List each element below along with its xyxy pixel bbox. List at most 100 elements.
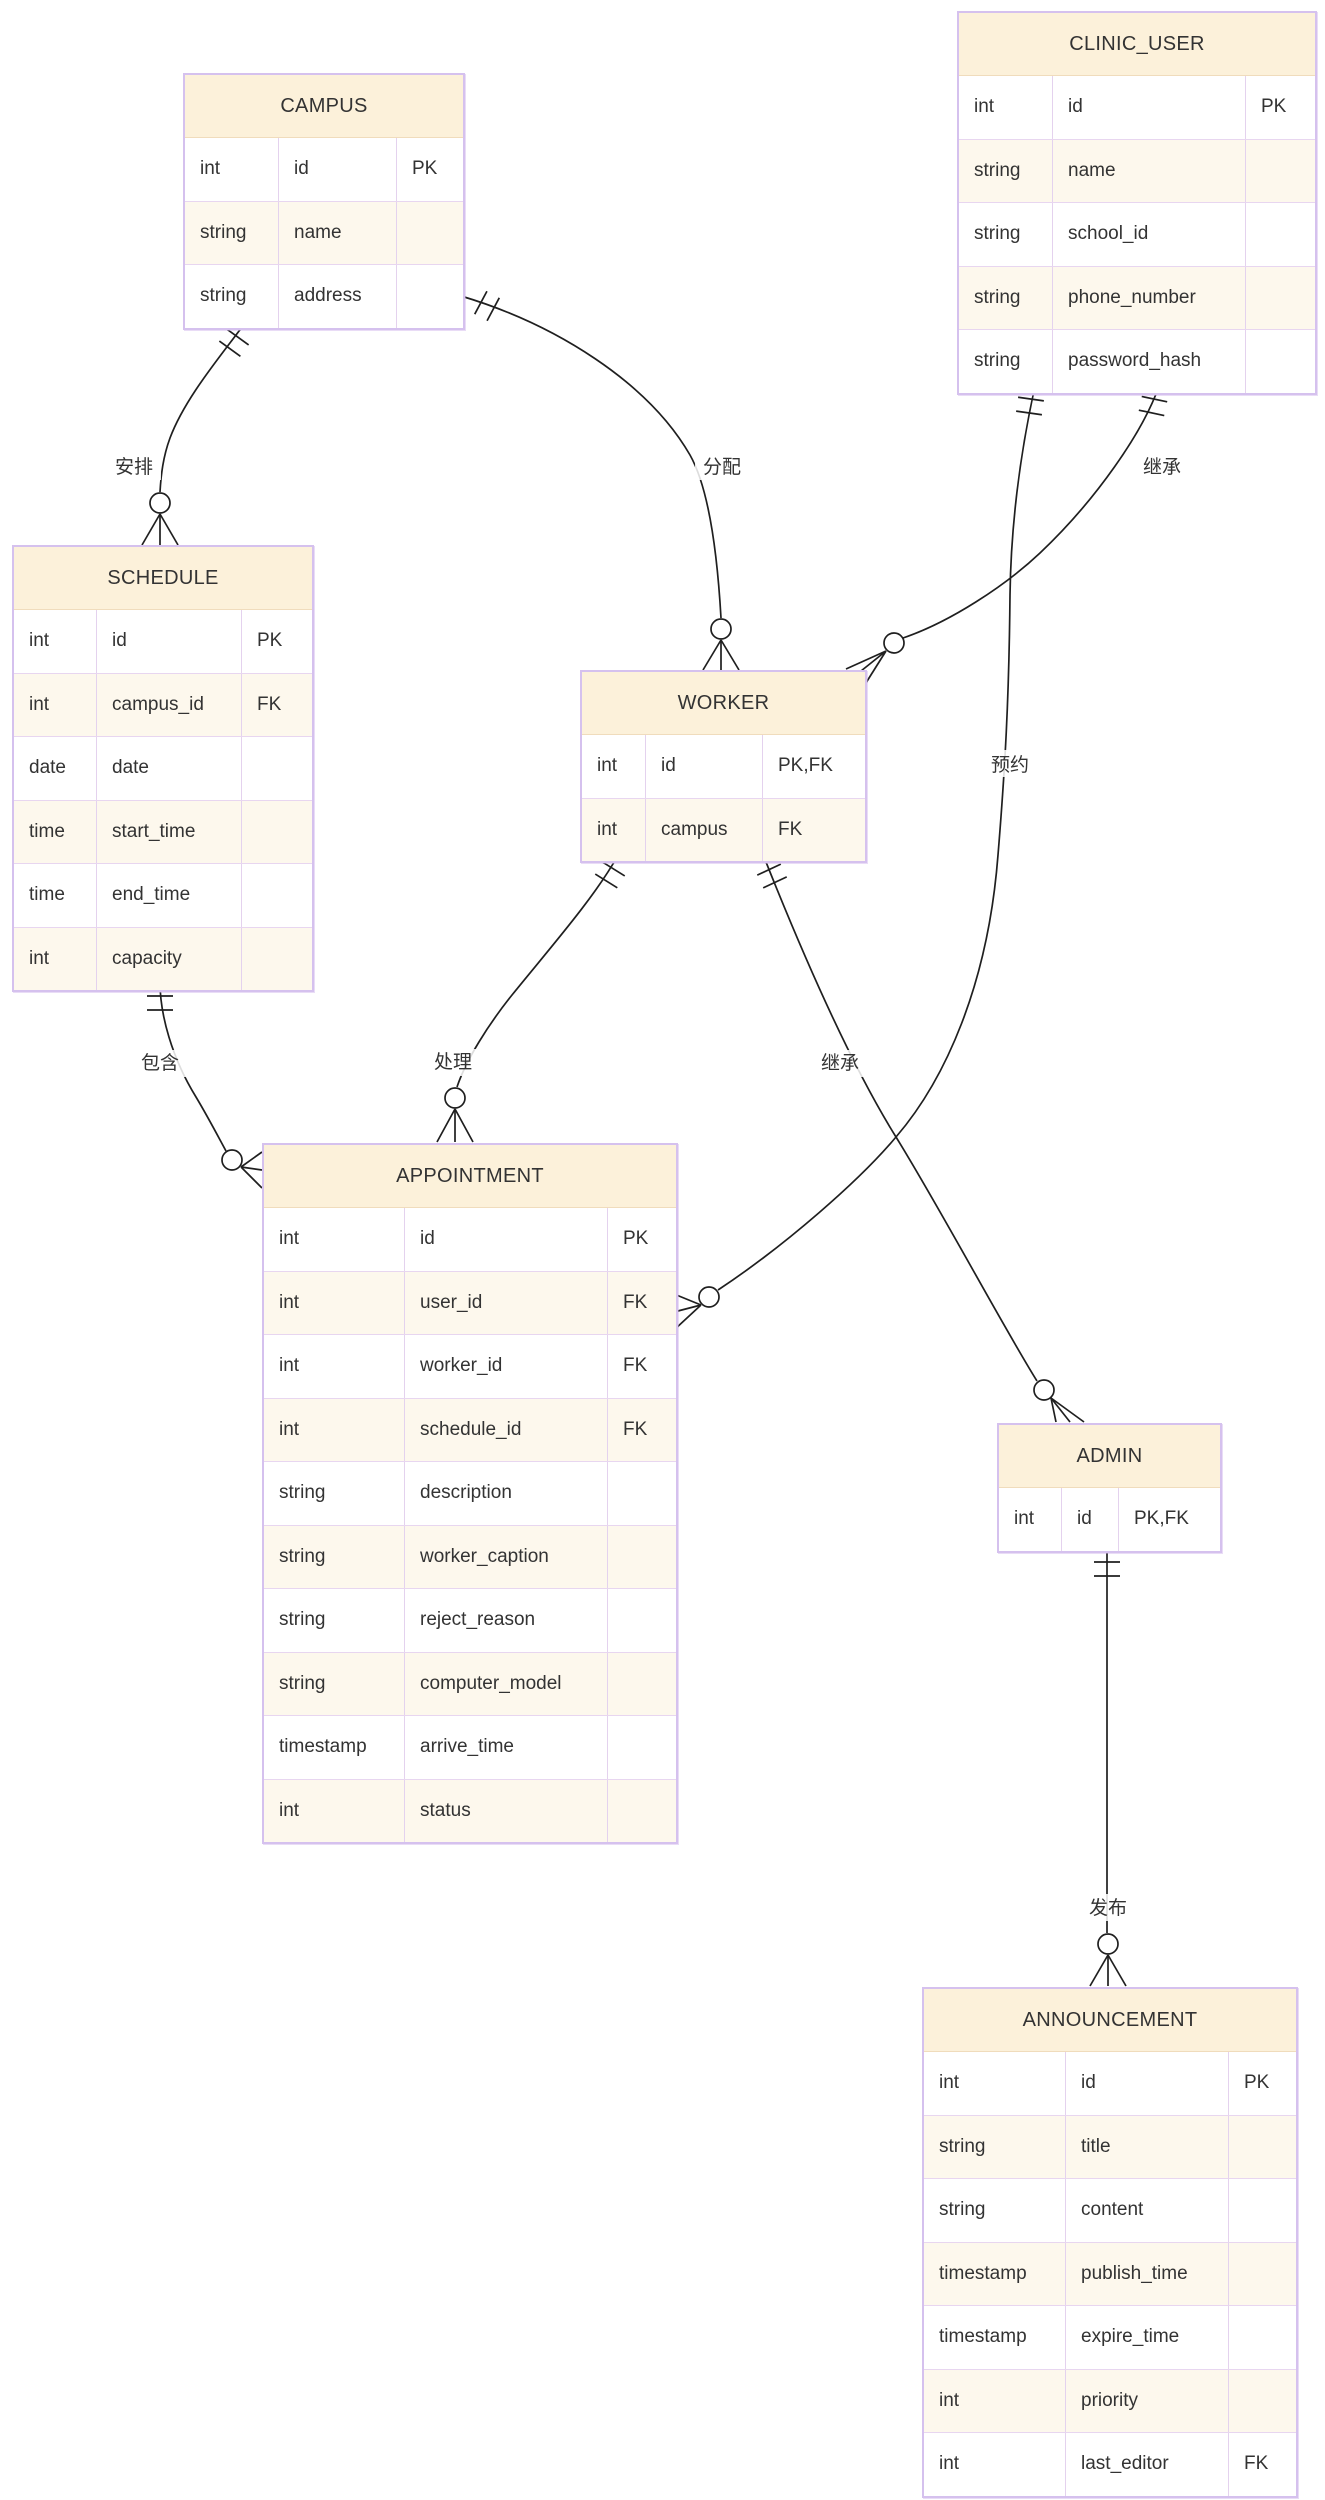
attribute-name: id — [1052, 76, 1245, 139]
cardinality-zero-or-many-marker — [221, 1149, 263, 1189]
attribute-key: PK — [1245, 76, 1315, 139]
relationship-label: 处理 — [434, 1051, 472, 1073]
entity-title: WORKER — [582, 672, 865, 735]
entity-title: CLINIC_USER — [959, 13, 1315, 76]
attribute-key — [1228, 2369, 1296, 2432]
attribute-type: date — [14, 737, 96, 800]
cardinality-one-marker — [1138, 395, 1168, 417]
attribute-type: string — [959, 266, 1052, 329]
cardinality-one-marker — [594, 861, 626, 889]
attribute-key — [396, 201, 463, 264]
attribute-type: int — [264, 1271, 404, 1334]
entity-title: CAMPUS — [185, 75, 463, 138]
attribute-type: string — [264, 1652, 404, 1715]
attribute-key: FK — [607, 1335, 676, 1398]
attribute-type: timestamp — [924, 2306, 1065, 2369]
relationship-label: 发布 — [1089, 1897, 1127, 1919]
edge-clinicuser-appointment-line — [717, 385, 1036, 1291]
edge-worker-admin: 继承 — [756, 856, 1085, 1423]
attribute-type: int — [14, 610, 96, 673]
attribute-key — [607, 1525, 676, 1588]
attribute-key: PK — [396, 138, 463, 201]
attribute-name: content — [1065, 2179, 1228, 2242]
attribute-name: publish_time — [1065, 2242, 1228, 2305]
relationship-label: 安排 — [115, 456, 153, 478]
edge-campus-worker: 分配 — [460, 290, 749, 671]
attribute-key — [607, 1779, 676, 1842]
attribute-type: int — [264, 1208, 404, 1271]
attribute-type: string — [924, 2179, 1065, 2242]
attribute-key — [241, 927, 312, 990]
attribute-key: FK — [762, 798, 865, 861]
cardinality-zero-or-many-marker — [1033, 1379, 1085, 1423]
attribute-type: int — [924, 2433, 1065, 2496]
attribute-key: FK — [607, 1271, 676, 1334]
entity-title: ADMIN — [999, 1425, 1220, 1488]
attribute-key: PK,FK — [1118, 1488, 1220, 1551]
attribute-name: worker_caption — [404, 1525, 607, 1588]
attribute-name: school_id — [1052, 203, 1245, 266]
attribute-name: id — [404, 1208, 607, 1271]
attribute-key — [607, 1716, 676, 1779]
attribute-type: timestamp — [264, 1716, 404, 1779]
edge-admin-announcement: 发布 — [1081, 1547, 1135, 1987]
attribute-name: campus — [645, 798, 762, 861]
attribute-key: FK — [1228, 2433, 1296, 2496]
attribute-name: reject_reason — [404, 1589, 607, 1652]
attribute-key: FK — [607, 1398, 676, 1461]
attribute-name: last_editor — [1065, 2433, 1228, 2496]
attribute-type: int — [264, 1779, 404, 1842]
attribute-key: PK,FK — [762, 735, 865, 798]
attribute-key — [1228, 2242, 1296, 2305]
attribute-name: phone_number — [1052, 266, 1245, 329]
attribute-key: FK — [241, 673, 312, 736]
attribute-key — [396, 265, 463, 328]
attribute-type: string — [185, 265, 278, 328]
edge-worker-admin-line — [763, 856, 1038, 1382]
attribute-type: string — [959, 203, 1052, 266]
attribute-key — [1245, 203, 1315, 266]
relationship-label: 分配 — [703, 456, 741, 478]
attribute-key — [1228, 2115, 1296, 2178]
entity-title: APPOINTMENT — [264, 1145, 676, 1208]
attribute-name: capacity — [96, 927, 241, 990]
attribute-key — [1245, 139, 1315, 202]
attribute-type: string — [185, 201, 278, 264]
relationship-label: 继承 — [1143, 456, 1181, 478]
attribute-name: id — [1061, 1488, 1118, 1551]
attribute-key: PK — [607, 1208, 676, 1271]
edge-campus-schedule: 安排 — [107, 322, 250, 546]
cardinality-zero-or-many-marker — [1089, 1933, 1127, 1987]
attribute-type: int — [959, 76, 1052, 139]
attribute-name: address — [278, 265, 396, 328]
cardinality-one-marker — [1016, 396, 1044, 416]
cardinality-zero-or-many-marker — [702, 618, 740, 671]
cardinality-one-marker — [473, 290, 501, 322]
